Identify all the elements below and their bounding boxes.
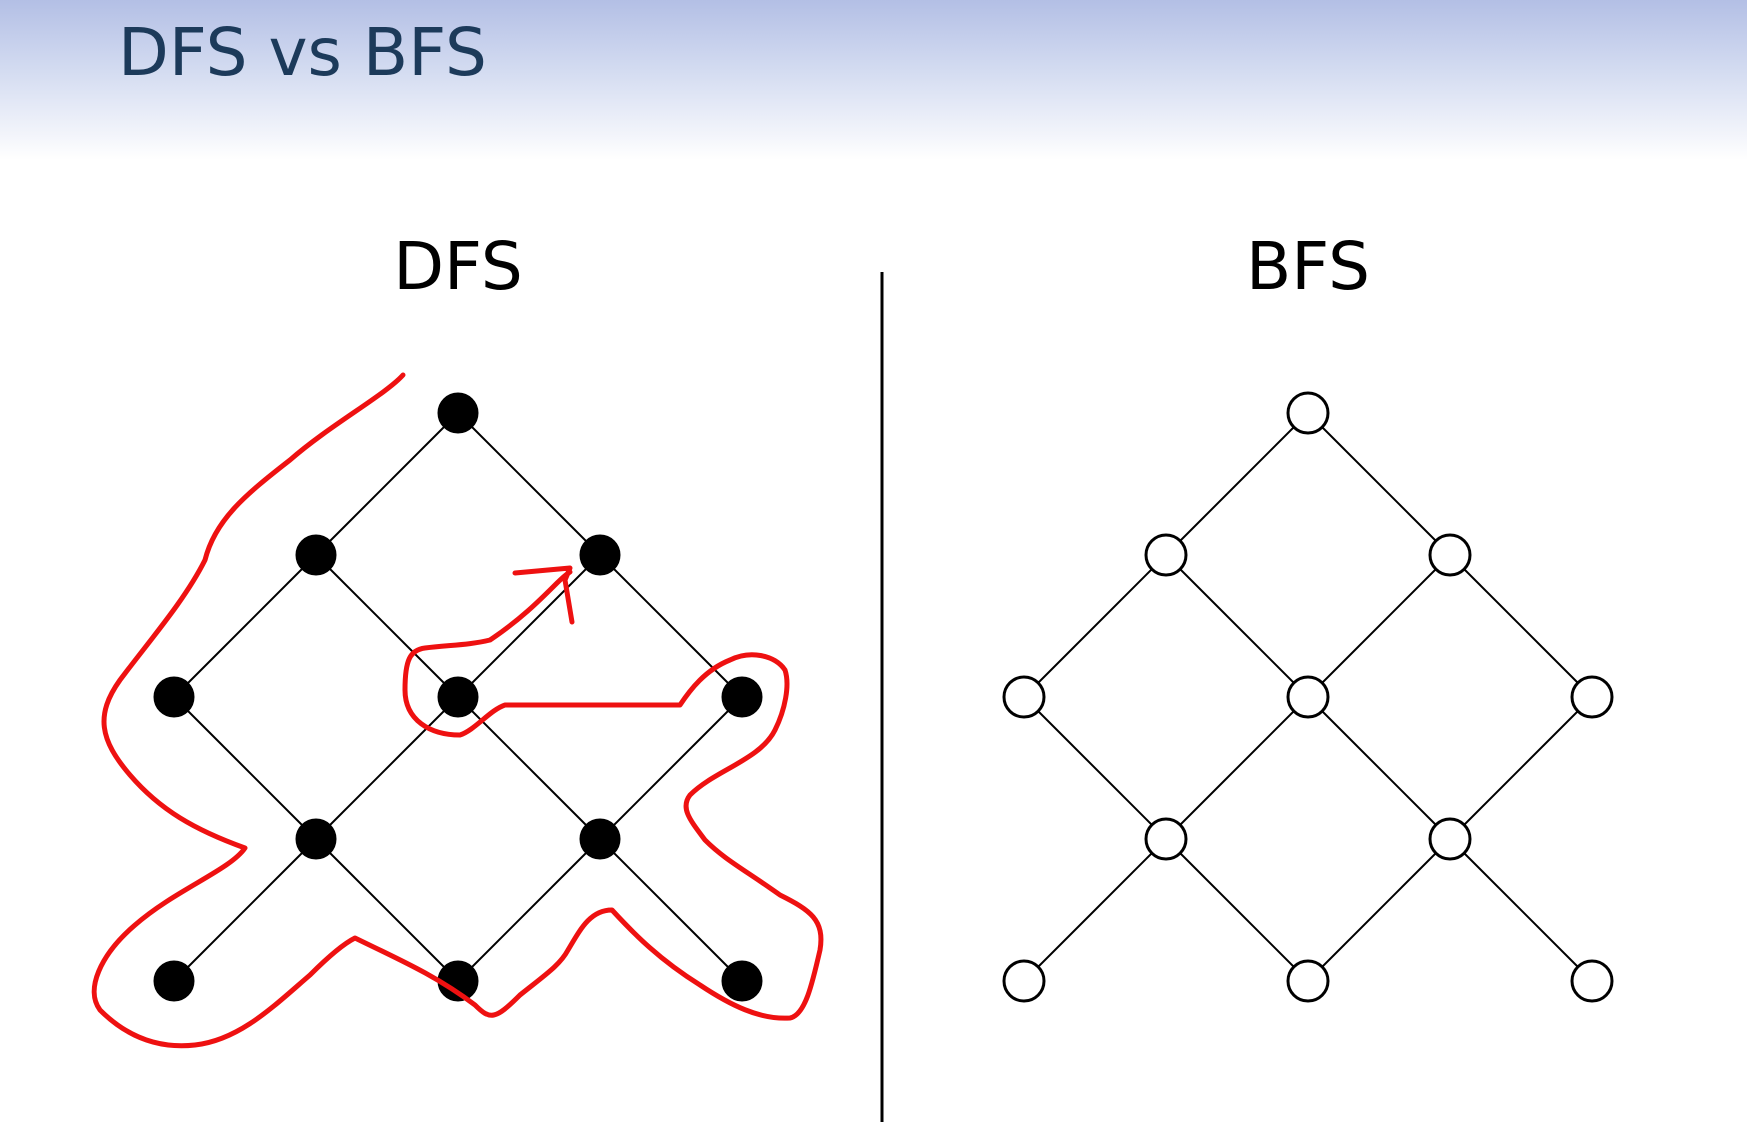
dfs-node-r3c0 [295, 818, 337, 860]
dfs-node-r2c2 [721, 676, 763, 718]
dfs-node-r2c1 [437, 676, 479, 718]
dfs-graph [153, 392, 763, 1002]
bfs-edge-r3c1-r4c2 [1449, 838, 1593, 982]
dfs-edge-r1c1-r2c2 [599, 554, 743, 698]
dfs-traversal-scribble [91, 372, 824, 1049]
dfs-node-r4c2 [721, 960, 763, 1002]
dfs-node-r0c0 [437, 392, 479, 434]
dfs-edge-r3c0-r4c0 [173, 838, 317, 982]
bfs-node-r2c1 [1286, 675, 1330, 719]
dfs-traversal-arrowhead [512, 565, 575, 625]
bfs-edge-r2c0-r3c0 [1023, 696, 1167, 840]
dfs-panel-title: DFS [393, 228, 523, 305]
bfs-node-r1c1 [1428, 533, 1472, 577]
dfs-node-r4c0 [153, 960, 195, 1002]
bfs-edge-r3c1-r4c1 [1307, 838, 1451, 982]
dfs-edge-r0c0-r1c0 [315, 412, 459, 556]
bfs-edge-r3c0-r4c1 [1165, 838, 1309, 982]
dfs-edge-r1c1-r2c1 [457, 554, 601, 698]
bfs-panel-title: BFS [1246, 228, 1370, 305]
bfs-node-r2c0 [1002, 675, 1046, 719]
dfs-edge-r2c2-r3c1 [599, 696, 743, 840]
dfs-edge-r0c0-r1c1 [457, 412, 601, 556]
dfs-edge-r1c0-r2c1 [315, 554, 459, 698]
bfs-edge-r0c0-r1c0 [1165, 412, 1309, 556]
bfs-graph [1002, 391, 1614, 1003]
dfs-edge-r3c1-r4c1 [457, 838, 601, 982]
bfs-edge-r1c1-r2c2 [1449, 554, 1593, 698]
bfs-edge-r1c0-r2c1 [1165, 554, 1309, 698]
bfs-node-r0c0 [1286, 391, 1330, 435]
bfs-edge-r2c2-r3c1 [1449, 696, 1593, 840]
dfs-edge-r1c0-r2c0 [173, 554, 317, 698]
bfs-node-r4c2 [1570, 959, 1614, 1003]
dfs-node-r1c0 [295, 534, 337, 576]
bfs-node-r3c0 [1144, 817, 1188, 861]
dfs-edge-r2c1-r3c0 [315, 696, 459, 840]
title-banner [0, 0, 1747, 160]
slide-title: DFS vs BFS [118, 14, 487, 91]
bfs-edge-r2c1-r3c0 [1165, 696, 1309, 840]
dfs-node-r2c0 [153, 676, 195, 718]
dfs-edge-r3c0-r4c1 [315, 838, 459, 982]
bfs-node-r1c0 [1144, 533, 1188, 577]
bfs-edge-r1c0-r2c0 [1023, 554, 1167, 698]
dfs-edge-r3c1-r4c2 [599, 838, 743, 982]
bfs-node-r4c1 [1286, 959, 1330, 1003]
bfs-edge-r3c0-r4c0 [1023, 838, 1167, 982]
bfs-edge-r0c0-r1c1 [1307, 412, 1451, 556]
dfs-node-r1c1 [579, 534, 621, 576]
bfs-edge-r2c1-r3c1 [1307, 696, 1451, 840]
bfs-node-r3c1 [1428, 817, 1472, 861]
bfs-node-r2c2 [1570, 675, 1614, 719]
bfs-node-r4c0 [1002, 959, 1046, 1003]
bfs-edge-r1c1-r2c1 [1307, 554, 1451, 698]
dfs-edge-r2c1-r3c1 [457, 696, 601, 840]
dfs-node-r3c1 [579, 818, 621, 860]
dfs-edge-r2c0-r3c0 [173, 696, 317, 840]
